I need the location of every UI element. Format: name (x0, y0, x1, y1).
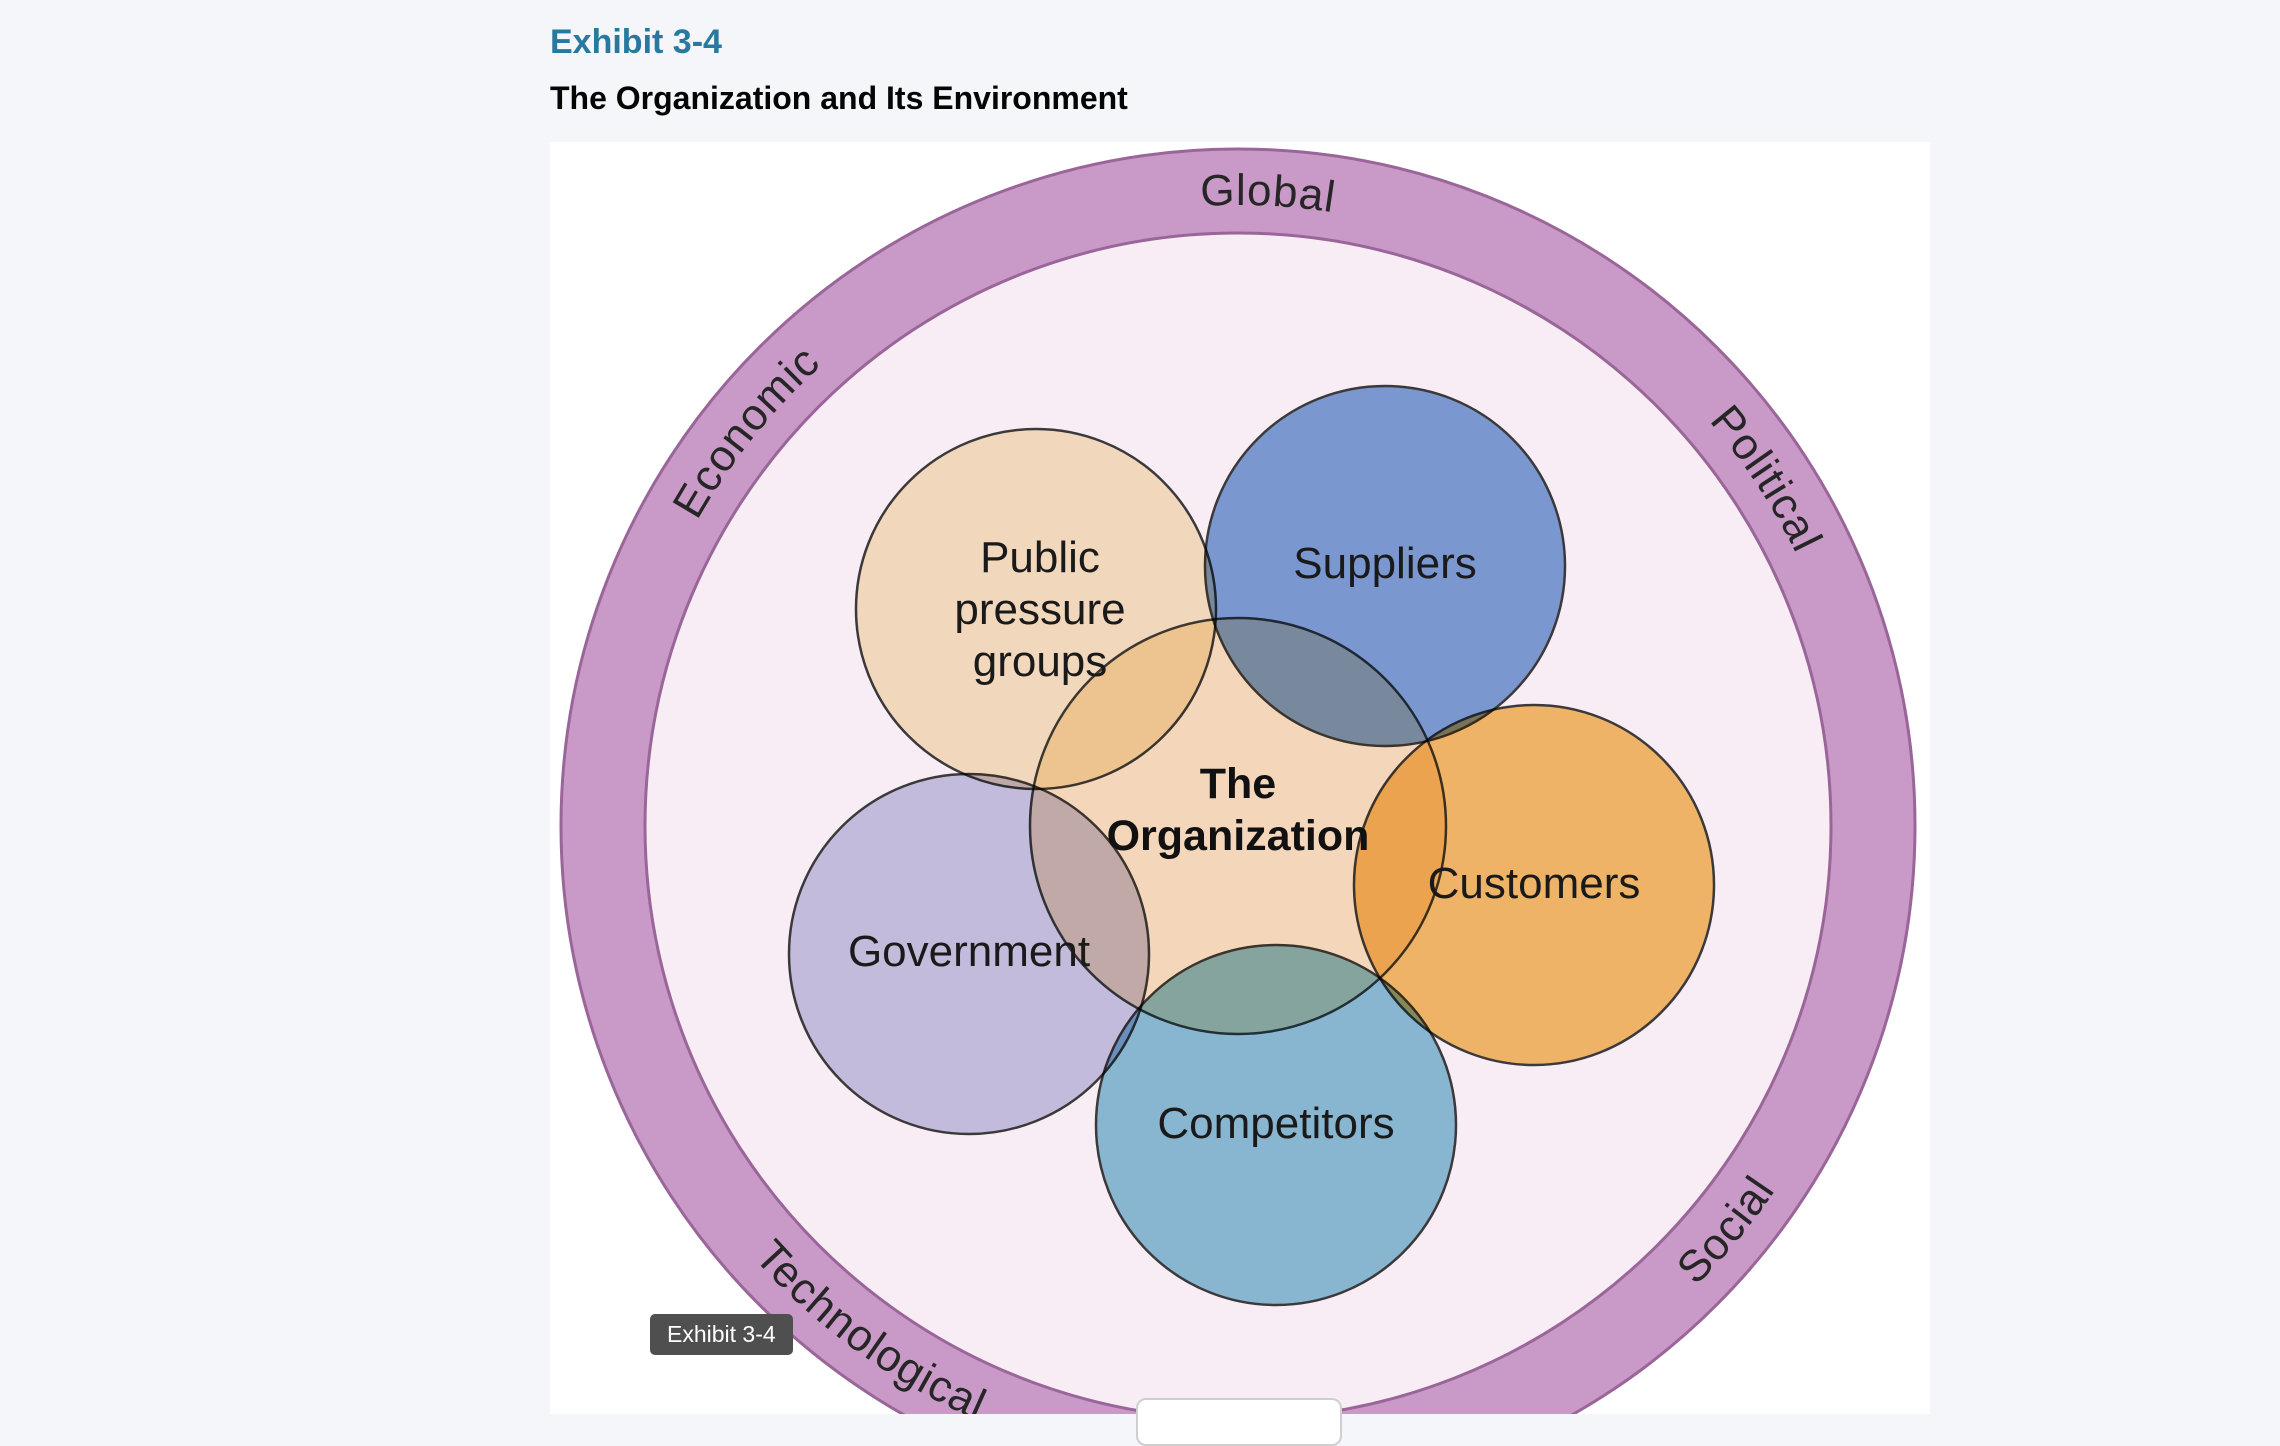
label-the-organization-line1: The (1200, 760, 1276, 808)
circle-suppliers (1203, 384, 1567, 748)
label-competitors: Competitors (1157, 1099, 1394, 1148)
figure-title: The Organization and Its Environment (550, 80, 1128, 117)
figure-panel: Public pressure groups Suppliers Custome… (550, 142, 1930, 1414)
label-public-pressure-groups-line2: pressure (954, 585, 1125, 634)
exhibit-number: Exhibit 3-4 (550, 23, 722, 61)
cutoff-bottom-control[interactable] (1136, 1398, 1342, 1446)
label-public-pressure-groups-line1: Public (980, 533, 1100, 582)
figure-header: Exhibit 3-4 The Organization and Its Env… (550, 23, 1128, 117)
label-suppliers: Suppliers (1293, 539, 1476, 588)
label-customers: Customers (1428, 859, 1641, 908)
circle-customers (1352, 703, 1716, 1067)
circle-competitors (1094, 943, 1458, 1307)
environment-diagram: Public pressure groups Suppliers Custome… (559, 147, 1917, 1414)
circle-government (787, 772, 1151, 1136)
label-the-organization-line2: Organization (1107, 812, 1370, 860)
ring-label-global: Global (1199, 166, 1339, 222)
label-government: Government (848, 927, 1090, 976)
exhibit-tooltip: Exhibit 3-4 (650, 1314, 793, 1355)
label-public-pressure-groups-line3: groups (973, 637, 1108, 686)
